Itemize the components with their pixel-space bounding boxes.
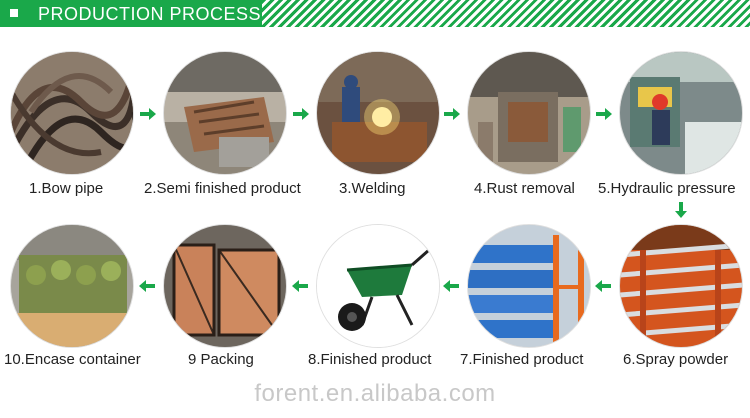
- section-title: PRODUCTION PROCESS: [38, 4, 262, 24]
- step-6-label: 6.Spray powder: [623, 351, 729, 368]
- step-3-label: 3.Welding: [339, 180, 406, 197]
- arrow-right-icon: [444, 108, 460, 120]
- step-9-photo: [163, 224, 287, 348]
- step-4-photo: [467, 51, 591, 175]
- watermark-url: forent.en.alibaba.com: [254, 380, 496, 407]
- step-2-label: 2.Semi finished product: [144, 180, 301, 197]
- arrow-right-icon: [140, 108, 156, 120]
- step-1-photo: [10, 51, 134, 175]
- arrow-left-icon: [139, 280, 155, 292]
- arrow-down-icon: [675, 202, 687, 218]
- step-8-photo: [316, 224, 440, 348]
- arrow-left-icon: [292, 280, 308, 292]
- step-10-photo: [10, 224, 134, 348]
- step-1-label: 1.Bow pipe: [29, 180, 104, 197]
- arrow-right-icon: [293, 108, 309, 120]
- step-7-photo: [467, 224, 591, 348]
- step-5-photo: [619, 51, 743, 175]
- step-5-label: 5.Hydraulic pressure: [598, 180, 736, 197]
- bullet-square-icon: [10, 9, 18, 17]
- step-6-photo: [619, 224, 743, 348]
- step-8-label: 8.Finished product: [308, 351, 432, 368]
- arrow-left-icon: [595, 280, 611, 292]
- header-stripe-pattern: [262, 0, 750, 27]
- step-9-label: 9 Packing: [188, 351, 254, 368]
- step-7-label: 7.Finished product: [460, 351, 584, 368]
- step-3-photo: [316, 51, 440, 175]
- step-4-label: 4.Rust removal: [474, 180, 575, 197]
- header-bar: PRODUCTION PROCESS: [0, 0, 750, 27]
- step-2-photo: [163, 51, 287, 175]
- arrow-right-icon: [596, 108, 612, 120]
- step-10-label: 10.Encase container: [4, 351, 141, 368]
- arrow-left-icon: [443, 280, 459, 292]
